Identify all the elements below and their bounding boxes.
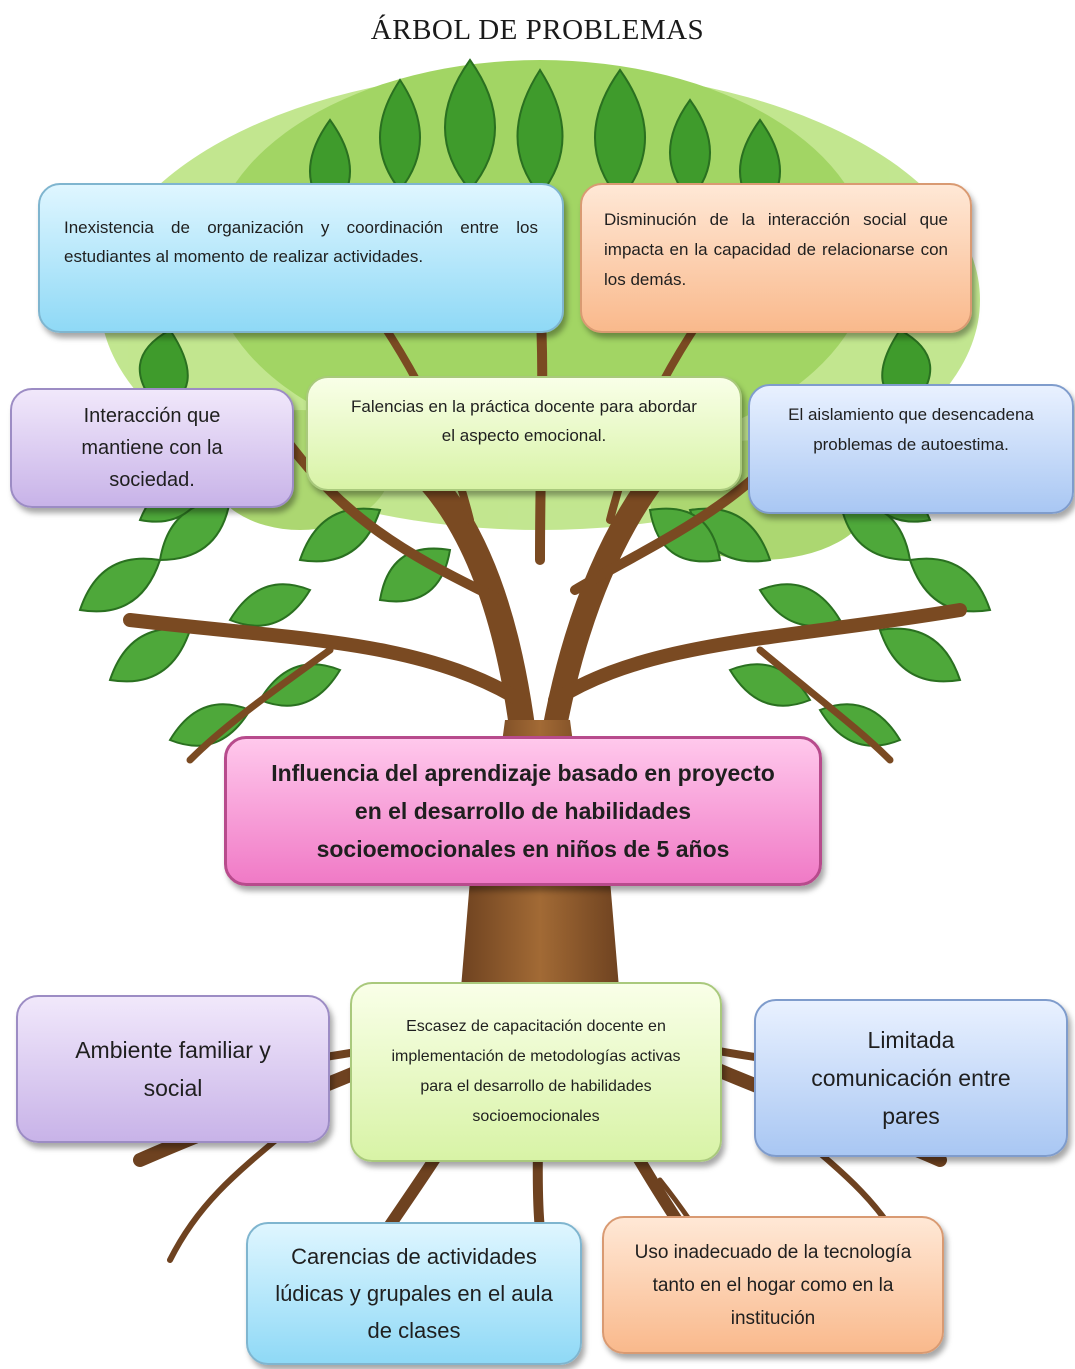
effect-box-isolation: El aislamiento que desencadena problemas…: [748, 384, 1074, 514]
central-problem-box: Influencia del aprendizaje basado en pro…: [224, 736, 822, 886]
effect-text-organization: Inexistencia de organización y coordinac…: [64, 218, 538, 266]
cause-box-family-environment: Ambiente familiar y social: [16, 995, 330, 1143]
cause-text-teacher-training: Escasez de capacitación docente en imple…: [391, 1018, 681, 1125]
cause-text-playful-activities: Carencias de actividades lúdicas y grupa…: [275, 1244, 553, 1343]
central-problem-text: Influencia del aprendizaje basado en pro…: [271, 760, 775, 862]
cause-text-technology-use: Uso inadecuado de la tecnología tanto en…: [634, 1241, 912, 1329]
cause-box-peer-communication: Limitada comunicación entre pares: [754, 999, 1068, 1157]
cause-box-technology-use: Uso inadecuado de la tecnología tanto en…: [602, 1216, 944, 1354]
cause-box-teacher-training: Escasez de capacitación docente en imple…: [350, 982, 722, 1162]
cause-box-playful-activities: Carencias de actividades lúdicas y grupa…: [246, 1222, 582, 1365]
effect-text-society: Interacción que mantiene con la sociedad…: [81, 405, 223, 491]
effect-box-organization: Inexistencia de organización y coordinac…: [38, 183, 564, 333]
cause-text-family-environment: Ambiente familiar y social: [75, 1037, 271, 1101]
effect-box-teaching-practice: Falencias en la práctica docente para ab…: [306, 376, 742, 491]
effect-box-social-interaction: Disminución de la interacción social que…: [580, 183, 972, 333]
effect-text-social-interaction: Disminución de la interacción social que…: [604, 210, 948, 289]
cause-text-peer-communication: Limitada comunicación entre pares: [811, 1027, 1011, 1129]
effect-text-isolation: El aislamiento que desencadena problemas…: [788, 405, 1034, 454]
effect-text-teaching-practice: Falencias en la práctica docente para ab…: [351, 397, 697, 445]
diagram-title: ÁRBOL DE PROBLEMAS: [370, 14, 705, 46]
effect-box-society: Interacción que mantiene con la sociedad…: [10, 388, 294, 508]
